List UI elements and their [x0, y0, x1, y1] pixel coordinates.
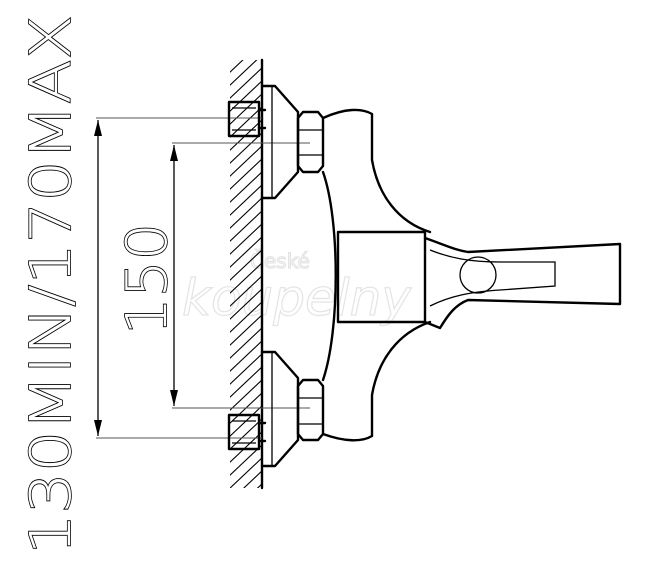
eccentric-connector-bottom [227, 413, 267, 451]
hatch-line [243, 470, 262, 488]
hatch-line [230, 340, 262, 372]
hatch-line [230, 184, 262, 216]
hatch-line [230, 158, 262, 190]
escutcheon-top [260, 84, 300, 200]
hatch-line [256, 483, 262, 488]
hatch-line [230, 60, 244, 73]
hatch-line [230, 301, 262, 333]
hatch-line [230, 249, 262, 281]
hatch-line [230, 197, 262, 229]
faucet-body [321, 108, 432, 442]
hatch-line [230, 80, 262, 112]
escutcheon-bottom [260, 350, 300, 468]
hatch-line [230, 210, 262, 242]
hatch-line [230, 60, 258, 86]
hatch-line [230, 171, 262, 203]
hatch-line [230, 288, 262, 320]
centre-distance-label: 150 [115, 223, 180, 335]
range-label: 130MIN/170MAX [19, 15, 84, 555]
hatch-line [230, 275, 262, 307]
hatch-line [230, 379, 262, 411]
hatch-line [228, 508, 264, 542]
hatch-line [230, 236, 262, 268]
hatch-line [230, 93, 262, 125]
hatch-line [230, 353, 262, 385]
dimension-outer [94, 117, 262, 439]
watermark-line2: koupelny [182, 269, 412, 327]
dimension-inner [170, 142, 310, 409]
hatch-line [230, 314, 262, 346]
watermark: České koupelny [181, 248, 413, 327]
hatch-line [230, 366, 262, 398]
eccentric-connector-top [227, 100, 267, 138]
hatch-line [230, 262, 262, 294]
hatch-line [230, 67, 262, 99]
hatch-line [230, 145, 262, 177]
lever-handle [423, 236, 622, 330]
hatch-line [230, 457, 262, 488]
hex-nut-bottom [296, 378, 325, 442]
hatch-line [230, 223, 262, 255]
hex-nut-top [296, 110, 325, 174]
hatch-line [228, 495, 264, 529]
wall-hatching [228, 58, 264, 542]
handle-pivot-circle [459, 256, 497, 294]
hatch-line [230, 327, 262, 359]
